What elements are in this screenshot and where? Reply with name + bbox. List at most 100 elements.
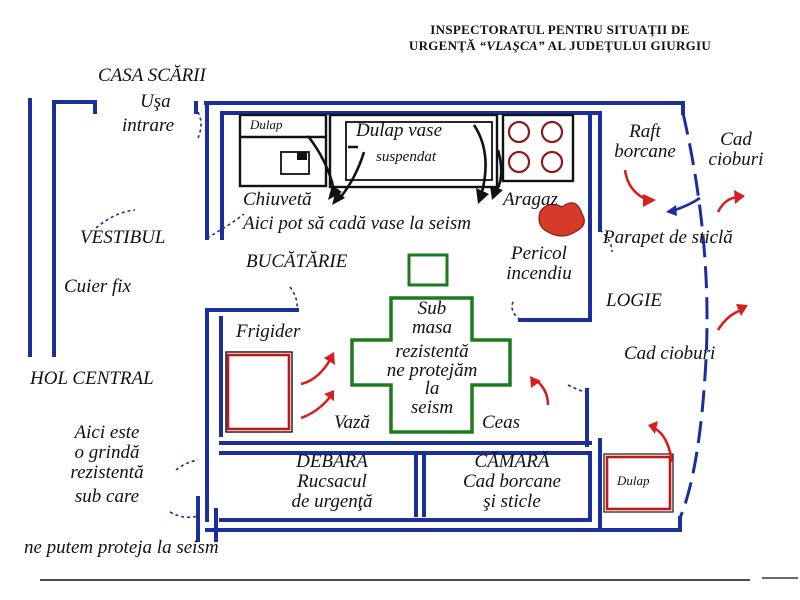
dish-cabinet-inner [345,121,493,181]
burner-4 [540,150,564,174]
door-swing-logie [599,229,613,253]
arrowhead-4 [490,186,503,200]
header-title: INSPECTORATUL PENTRU SITUAŢII DE URGENŢĂ… [370,22,750,55]
door-swing-debara [169,511,199,519]
logie-cabinet [605,455,672,511]
label-seism: seism [410,397,454,419]
header-line-2: URGENŢĂ “VLAŞCA” AL JUDEŢULUI GIURGIU [370,38,750,54]
fridge [226,353,291,431]
label-dulap-sink: Dulap [250,117,283,132]
label-dulap-logie: Dulap [617,473,650,488]
danger-arrowhead-fridge-1 [324,352,335,365]
arrow-sink-fall [306,135,336,191]
wall-mid-right [518,233,592,322]
arrowhead-3 [476,188,489,204]
label-ne-protejam: ne protejăm [386,359,478,381]
note-grinda-1: Aici este [74,422,140,443]
danger-arrowhead-ceas [530,376,541,388]
note-grinda-5: ne putem proteja la seism [24,537,219,558]
sink-cabinet [238,113,328,188]
sink-drain [297,152,307,160]
label-si-sticle: şi sticle [483,490,541,512]
header-line-2-a: URGENŢĂ [408,38,480,54]
glass-parapet [678,112,709,519]
label-dulap-vase: Dulap vase [356,120,443,141]
door-swing-hol [175,459,199,471]
label-de-urgenta: de urgenţă [291,490,373,512]
label-casa-scarii: CASA SCĂRII [98,65,206,86]
label-ceas: Ceas [482,412,520,433]
safe-table [350,296,512,434]
header-line-2-b: “VLAŞCA” [479,38,545,54]
danger-arrowhead-cad [734,190,745,204]
danger-arrowhead-dulap [648,421,658,434]
label-cad-cioburi: Cad cioburi [624,343,716,364]
door-swing-right [511,299,521,321]
door-swing-entry [197,111,202,139]
arrowhead-1 [328,185,342,200]
logie-cabinet-frame [603,453,674,513]
danger-arrow-ceas [535,379,550,406]
label-logie: LOGIE [606,290,662,311]
blue-arrowhead-parapet [666,205,677,216]
label-la: la [424,378,440,400]
label-parapet: Parapet de sticlă [603,227,733,248]
burner-2 [540,120,564,144]
label-rezistenta: rezistentă [395,341,469,363]
arrow-stove-fall [495,149,503,191]
danger-arrow-fridge-1 [300,359,332,386]
door-swing-vestibul [95,209,136,229]
label-pericol: Pericol [511,243,567,264]
wall-kitchen-top [204,101,685,115]
door-swing-camara [567,384,588,393]
note-grinda: Aici este o grindă rezistentă sub care [52,423,162,507]
door-swing-kitchen [206,213,245,239]
burner-1 [507,120,531,144]
small-table [407,253,449,287]
stove [501,113,575,183]
label-borcane: borcane [614,140,676,162]
label-vaza: Vază [334,412,370,433]
label-cad: Cad [720,129,752,150]
label-raft: Raft [629,121,661,142]
danger-arrow-fridge-2 [300,396,332,420]
label-chiuveta: Chiuvetă [243,189,312,210]
header-line-1: INSPECTORATUL PENTRU SITUAŢII DE [430,22,690,37]
label-raft-borcane: Raft borcane [600,122,690,162]
label-usa: Uşa [140,91,171,112]
burner-3 [507,150,531,174]
label-suspendat: suspendat [376,149,436,165]
door-swing-kitchen-mid [289,286,298,309]
label-rucsacul: Rucsacul [297,470,367,492]
danger-arrowhead-logie [736,304,748,316]
label-cad-cioburi-top: Cad cioburi [694,130,778,170]
label-sub-masa: Sub masa rezistentă ne protejăm la seism [362,298,502,419]
fire-icon [538,202,585,237]
label-intrare: intrare [122,115,175,136]
danger-arrowhead-raft [643,194,656,207]
danger-arrow-dulap [653,426,674,463]
label-cad-borcane: Cad borcane [463,470,561,492]
label-aragaz: Aragaz [503,189,558,210]
arrow-cabinet-fall [338,151,366,199]
wall-logie-bottom [598,516,682,532]
label-masa: masa [411,316,453,338]
label-frigider: Frigider [236,321,301,342]
label-cioburi: cioburi [708,148,764,170]
label-cad-vase: Aici pot să cadă vase la seism [243,213,471,234]
wall-stair-top [52,100,97,114]
label-hol-central: HOL CENTRAL [30,368,154,389]
danger-arrow-logie [716,308,743,331]
label-camara-title: CĂMARĂ [474,451,550,472]
fridge-frame [225,351,293,433]
label-sub: Sub [417,298,447,319]
label-cuier: Cuier fix [64,276,132,297]
danger-arrowhead-fridge-2 [324,390,334,401]
label-vestibul: VESTIBUL [80,227,166,248]
label-incendiu: incendiu [506,262,572,284]
label-camara: CĂMARĂ Cad borcane şi sticle [442,452,582,512]
note-grinda-3: rezistentă [70,461,144,483]
arrowhead-2 [332,190,345,205]
label-debara-title: DEBARA [296,451,368,472]
